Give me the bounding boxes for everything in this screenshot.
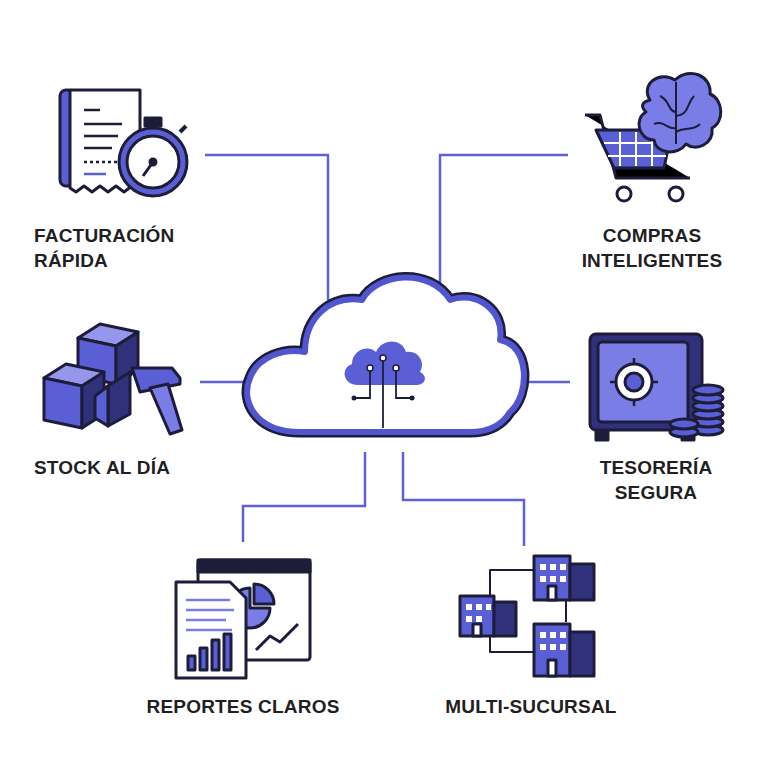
leader-lines (200, 155, 570, 546)
branches-icon (460, 556, 594, 676)
feature-label: COMPRAS INTELIGENTES (552, 223, 752, 273)
feature-label: MULTI-SUCURSAL (401, 694, 661, 719)
feature-label: STOCK AL DÍA (34, 455, 234, 480)
safe-icon (590, 334, 723, 440)
invoice-icon (60, 90, 187, 196)
feature-label: REPORTES CLAROS (113, 694, 373, 719)
report-icon (176, 560, 310, 678)
feature-label: FACTURACIÓN RÁPIDA (34, 223, 214, 273)
cloud-icon (247, 277, 524, 432)
stock-icon (44, 324, 182, 434)
feature-label: TESORERÍA SEGURA (566, 455, 746, 505)
cart-icon (585, 73, 721, 201)
